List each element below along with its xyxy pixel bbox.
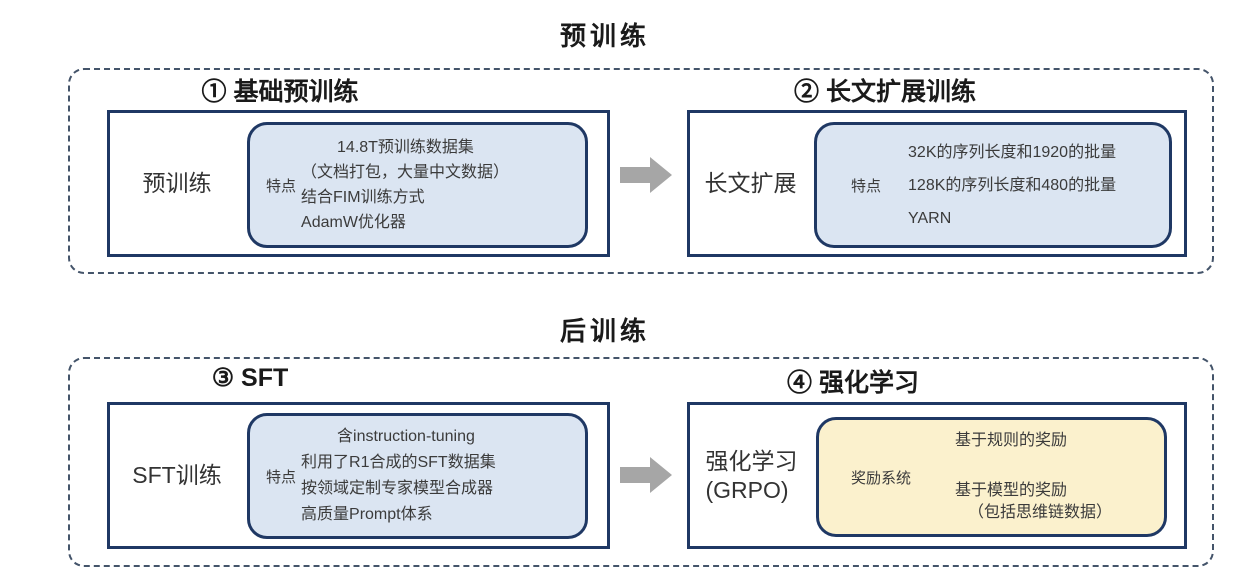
features-tag: 特点 <box>266 468 297 486</box>
sft-features-box: 特点 含instruction-tuning 利用了R1合成的SFT数据集 按领… <box>247 413 588 539</box>
sft-feature-list: 含instruction-tuning 利用了R1合成的SFT数据集 按领域定制… <box>301 424 496 528</box>
base-pretrain-heading: ① 基础预训练 <box>201 78 359 106</box>
rl-label: 强化学习 (GRPO) <box>687 402 816 549</box>
base-pretrain-feature-list: 14.8T预训练数据集 （文档打包，大量中文数据） 结合FIM训练方式 Adam… <box>301 135 509 235</box>
features-tag: 特点 <box>266 177 297 195</box>
feature-line: AdamW优化器 <box>301 214 406 231</box>
pretrain-section-frame <box>68 68 1214 274</box>
feature-line: YARN <box>908 209 952 227</box>
reward-line: 基于模型的奖励 <box>955 482 1068 499</box>
arrow-right-icon <box>620 157 672 193</box>
base-pretrain-label: 预训练 <box>142 170 212 197</box>
pretrain-section-title: 预训练 <box>559 21 650 51</box>
reward-system-tag: 奖励系统 <box>851 469 912 487</box>
long-context-feature-list: 32K的序列长度和1920的批量 128K的序列长度和480的批量 YARN <box>908 136 1116 235</box>
feature-line: 含instruction-tuning <box>337 428 475 445</box>
rl-label-line1: 强化学习 <box>705 447 798 474</box>
reward-line: 基于规则的奖励 <box>955 432 1068 449</box>
sft-heading: ③ SFT <box>211 364 289 392</box>
features-tag: 特点 <box>851 177 882 195</box>
rl-label-line2: (GRPO) <box>705 476 789 503</box>
rl-heading: ④ 强化学习 <box>787 369 919 397</box>
feature-line: 结合FIM训练方式 <box>301 189 425 206</box>
reward-list: 基于规则的奖励 基于模型的奖励 （包括思维链数据） <box>955 430 1112 524</box>
posttrain-section-frame <box>68 357 1214 567</box>
feature-line: 高质量Prompt体系 <box>301 506 433 523</box>
reward-line: （包括思维链数据） <box>968 504 1113 521</box>
feature-line: 128K的序列长度和480的批量 <box>908 176 1117 194</box>
base-pretrain-features-box: 特点 14.8T预训练数据集 （文档打包，大量中文数据） 结合FIM训练方式 A… <box>247 122 588 248</box>
long-context-label: 长文扩展 <box>704 170 797 197</box>
sft-label: SFT训练 <box>132 462 222 489</box>
arrow-right-icon <box>620 457 672 493</box>
feature-line: 按领域定制专家模型合成器 <box>301 480 494 497</box>
feature-line: 利用了R1合成的SFT数据集 <box>301 454 496 471</box>
long-context-features-box: 特点 32K的序列长度和1920的批量 128K的序列长度和480的批量 YAR… <box>814 122 1172 248</box>
feature-line: 14.8T预训练数据集 <box>337 139 474 156</box>
posttrain-section-title: 后训练 <box>559 316 650 346</box>
feature-line: 32K的序列长度和1920的批量 <box>908 143 1117 161</box>
feature-line: （文档打包，大量中文数据） <box>301 164 510 181</box>
long-context-heading: ② 长文扩展训练 <box>794 78 976 106</box>
reward-system-box: 奖励系统 基于规则的奖励 基于模型的奖励 （包括思维链数据） <box>816 417 1167 537</box>
